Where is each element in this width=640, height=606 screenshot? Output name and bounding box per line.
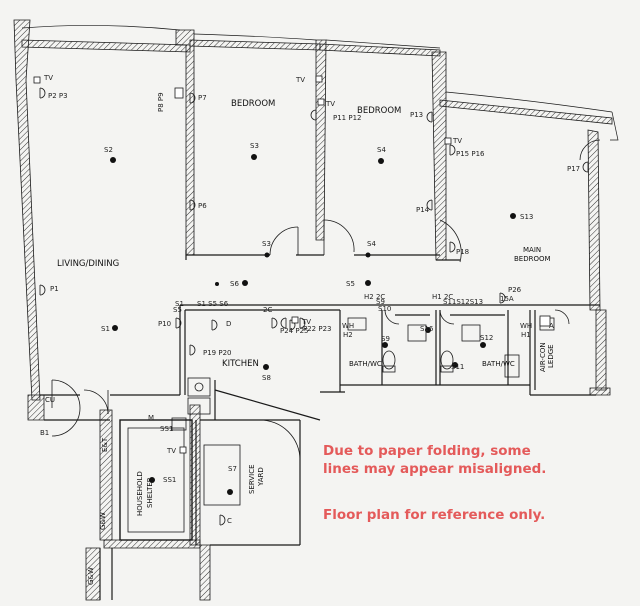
point-tv5: TV — [301, 318, 311, 326]
disclaimer-line-3: Floor plan for reference only. — [323, 507, 546, 523]
point-ss1b: SS1 — [160, 425, 173, 433]
room-label-living-dining: LIVING/DINING — [57, 259, 119, 269]
room-label-main-bedroom-1: MAIN — [523, 246, 541, 254]
point-s1-short: S1 — [175, 300, 184, 308]
point-15a: 15A — [500, 295, 514, 303]
room-label-kitchen: KITCHEN — [222, 359, 259, 369]
room-label-bedroom-left: BEDROOM — [231, 99, 275, 109]
point-p17: P17 — [567, 165, 580, 173]
point-p11p12: P11 P12 — [333, 114, 361, 122]
label-g-w-2: G&W — [87, 567, 95, 585]
room-label-aircon: AIR-CON — [539, 342, 547, 372]
point-tv1: TV — [43, 74, 53, 82]
light-points — [110, 154, 516, 495]
point-tv2: TV — [295, 76, 305, 84]
room-label-main-bedroom-2: BEDROOM — [514, 255, 551, 263]
room-label-service: SERVICE — [248, 464, 256, 494]
point-s1: S1 — [101, 325, 110, 333]
point-s16: S16 — [420, 325, 434, 333]
point-b1: B1 — [40, 429, 49, 437]
room-label-bath-wc-2: BATH/WC — [482, 360, 515, 368]
point-s12: S12 — [480, 334, 493, 342]
point-s3: S3 — [250, 142, 259, 150]
fixtures — [171, 317, 555, 431]
room-label-shelter: SHELTER — [146, 477, 154, 508]
point-p13: P13 — [410, 111, 423, 119]
outer-walls — [13, 19, 613, 601]
point-s11s12s13: S11S12S13 — [443, 298, 483, 306]
point-h1: H1 — [521, 331, 531, 339]
point-s9: S9 — [381, 335, 390, 343]
point-labels: S2 S3 S4 S13 S3 S4 S6 S5 S1 S8 S9 S16 S1… — [40, 74, 580, 525]
door-swings — [51, 139, 601, 461]
point-s10: S10 — [378, 305, 391, 313]
disclaimer-line-1: Due to paper folding, some — [323, 443, 531, 459]
point-wh1: WH — [520, 322, 532, 330]
point-d: D — [226, 320, 231, 328]
label-g-w-1: G&W — [99, 512, 107, 530]
point-m: M — [148, 414, 154, 422]
point-c: C — [227, 517, 232, 525]
point-s6: S6 — [230, 280, 239, 288]
point-tv6: TV — [166, 447, 176, 455]
point-h1-2c: H1 2C — [432, 293, 453, 301]
point-p15p16: P15 P16 — [456, 150, 485, 158]
point-p22p23: P22 P23 — [303, 325, 331, 333]
point-p18: P18 — [456, 248, 469, 256]
interior-walls — [40, 250, 600, 600]
point-p10: P10 — [158, 320, 171, 328]
room-labels: BEDROOM BEDROOM MAIN BEDROOM LIVING/DINI… — [45, 99, 555, 585]
tv-outlets — [33, 75, 551, 454]
point-s13: S13 — [520, 213, 533, 221]
room-label-household: HOUSEHOLD — [136, 471, 144, 516]
point-s5-short: S5 — [173, 306, 182, 314]
point-p1: P1 — [50, 285, 59, 293]
socket-symbols — [39, 87, 589, 526]
point-wh2: WH — [342, 322, 354, 330]
point-2c: 2C — [263, 306, 272, 314]
point-p2p3: P2 P3 — [48, 92, 68, 100]
point-s2: S2 — [104, 146, 113, 154]
point-s3b: S3 — [262, 240, 271, 248]
point-s1s5s6: S1 S5 S6 — [197, 300, 229, 308]
label-cu: CU — [45, 396, 55, 404]
room-label-bath-wc-1: BATH/WC — [349, 360, 382, 368]
point-p24p25: P24 P25 — [280, 327, 308, 335]
point-a: A — [549, 322, 554, 330]
point-ss1: SS1 — [163, 476, 176, 484]
point-p7: P7 — [198, 94, 207, 102]
point-p14: P14 — [416, 206, 430, 214]
top-window-lines — [21, 25, 619, 141]
point-s11: S11 — [451, 363, 464, 371]
point-s4: S4 — [377, 146, 386, 154]
point-s5: S5 — [346, 280, 355, 288]
point-p6: P6 — [198, 202, 207, 210]
room-label-ledge: LEDGE — [547, 344, 555, 368]
point-p26: P26 — [508, 286, 522, 294]
label-e-t: E&T — [101, 437, 109, 452]
disclaimer-line-2: lines may appear misaligned. — [323, 461, 547, 477]
room-label-yard: YARD — [257, 467, 265, 487]
point-s9b: S9 — [376, 298, 385, 306]
point-tv4: TV — [452, 137, 462, 145]
point-s4b: S4 — [367, 240, 376, 248]
point-h2: H2 — [343, 331, 353, 339]
point-p19p20: P19 P20 — [203, 349, 231, 357]
point-tv3: TV — [325, 100, 335, 108]
room-label-bedroom-mid: BEDROOM — [357, 106, 401, 116]
point-p8p9: P8 P9 — [157, 92, 165, 112]
point-s7: S7 — [228, 465, 237, 473]
point-s8: S8 — [262, 374, 271, 382]
point-h2-2c: H2 2C — [364, 293, 385, 301]
